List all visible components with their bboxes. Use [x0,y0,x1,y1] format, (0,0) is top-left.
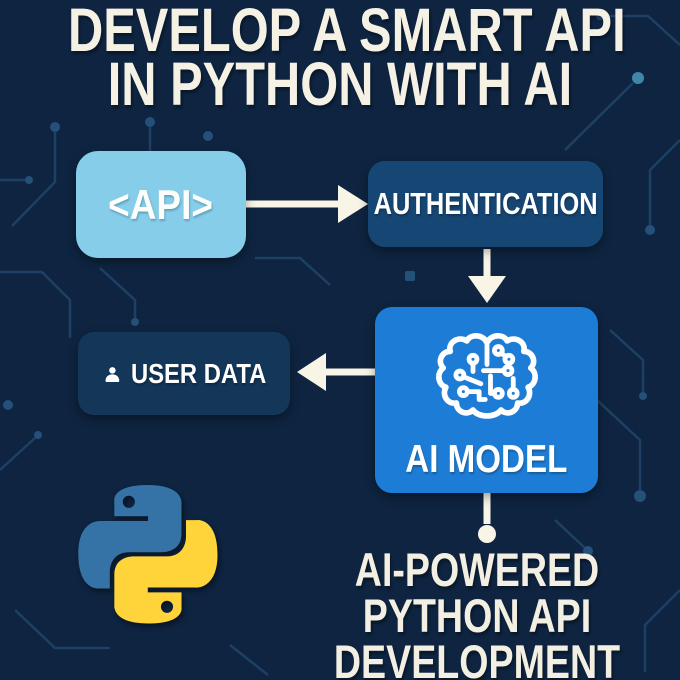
node-authentication-label: AUTHENTICATION [373,186,598,221]
user-icon [105,366,120,382]
node-authentication: AUTHENTICATION [368,161,603,247]
node-user-data: USER DATA [78,332,290,415]
title-line-2: IN PYTHON WITH AI [107,50,573,118]
page-title: DEVELOP A SMART API IN PYTHON WITH AI [68,0,626,118]
brain-circuit-icon [435,333,538,419]
node-user-data-label: USER DATA [130,357,267,389]
python-logo-icon [78,485,218,624]
caption: AI-POWERED PYTHON API DEVELOPMENT [317,543,637,680]
caption-line-1: AI-POWERED [354,543,600,596]
node-ai-model: AI MODEL [375,307,598,493]
node-ai-model-label: AI MODEL [405,438,568,481]
caption-line-2: PYTHON API [362,589,592,642]
node-api: <API> [76,151,246,258]
caption-line-3: DEVELOPMENT [333,635,621,680]
node-api-label: <API> [108,180,214,228]
title-line-1: DEVELOP A SMART API [68,0,626,64]
